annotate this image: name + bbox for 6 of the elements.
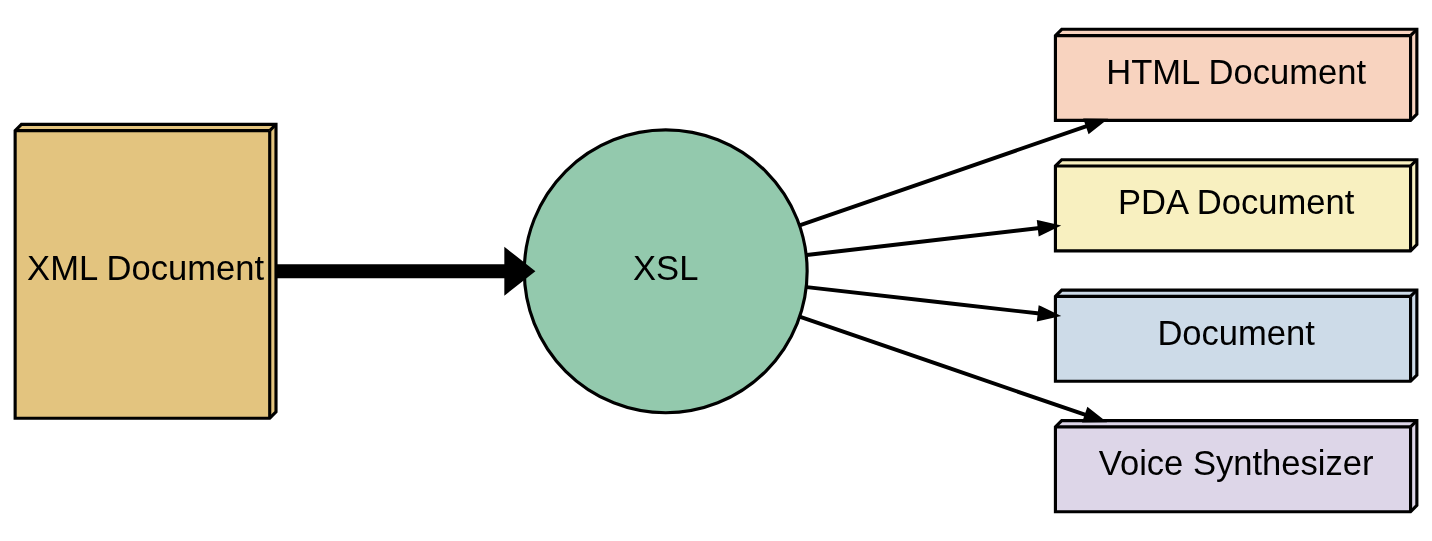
node-circle: XSL	[522, 128, 809, 415]
arrow	[806, 219, 1062, 257]
arrow	[799, 315, 1108, 423]
arrow	[276, 246, 536, 296]
arrow	[798, 118, 1109, 228]
arrow	[806, 285, 1062, 322]
